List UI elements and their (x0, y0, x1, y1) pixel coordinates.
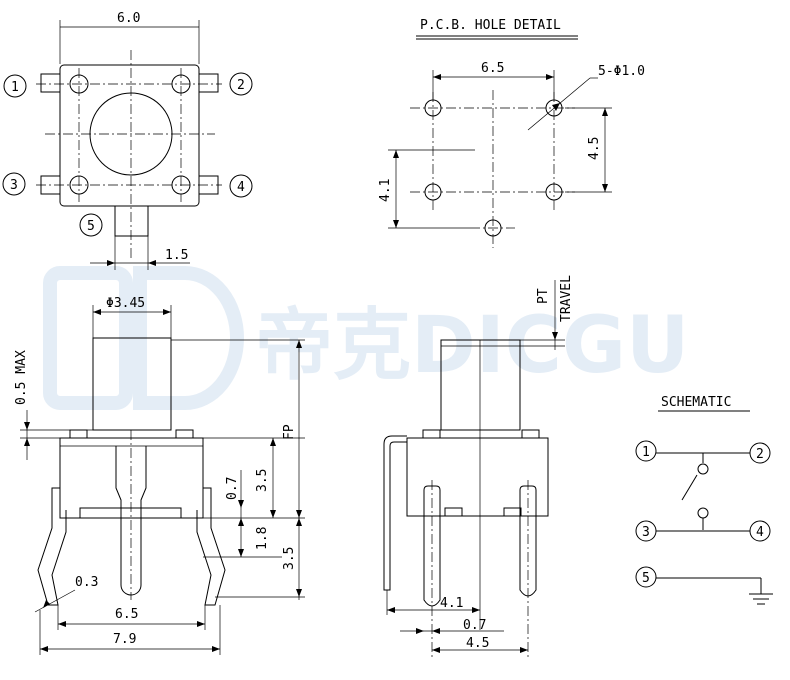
pin-pitch-label: 6.5 (115, 607, 138, 622)
dim-3-5-lower: 3.5 (282, 547, 297, 570)
front-body (59, 437, 204, 519)
svg-text:5: 5 (642, 571, 650, 586)
svg-text:4: 4 (756, 525, 764, 540)
top-view: 6.0 1 2 3 (2, 11, 253, 270)
fp-label: FP (282, 424, 297, 440)
side-body (406, 437, 549, 517)
schematic-title: SCHEMATIC (661, 395, 731, 410)
front-actuator (92, 337, 172, 431)
overall-width-label: 7.9 (113, 632, 136, 647)
travel-label: TRAVEL (559, 275, 574, 322)
top-body-outline (59, 64, 200, 207)
svg-text:4: 4 (237, 180, 245, 195)
side-actuator (440, 339, 521, 431)
top-pin-label-3: 3 (2, 172, 26, 196)
pcb-vertical-right-label: 4.5 (587, 137, 602, 160)
svg-text:1: 1 (11, 80, 19, 95)
max-label: 0.5 MAX (14, 350, 29, 405)
ground-icon (749, 593, 773, 605)
dim-1-8: 1.8 (255, 527, 270, 550)
pcb-hole-callout: 5-Φ1.0 (598, 64, 645, 79)
dim-0-7: 0.7 (225, 477, 240, 500)
pin5-width-label: 1.5 (165, 248, 188, 263)
pcb-spacing-label: 6.5 (481, 61, 504, 76)
pt-label: PT (536, 288, 551, 304)
side-dim-4-1: 4.1 (440, 596, 463, 611)
svg-text:3: 3 (642, 525, 650, 540)
svg-text:1: 1 (642, 445, 650, 460)
svg-text:2: 2 (237, 78, 245, 93)
top-pin-label-1: 1 (3, 74, 27, 98)
side-view: PT TRAVEL 4.1 0.7 (383, 275, 574, 660)
schematic-pin-4: 4 (749, 520, 771, 542)
schematic-pin-2: 2 (749, 442, 771, 464)
lead-thickness-label: 0.3 (75, 575, 98, 590)
top-pin-label-2: 2 (229, 72, 253, 96)
schematic: SCHEMATIC 1 2 3 4 5 (635, 395, 773, 605)
side-dim-0-7: 0.7 (463, 618, 486, 633)
svg-text:5: 5 (87, 219, 95, 234)
schematic-pin-1: 1 (635, 440, 657, 462)
top-pin-label-4: 4 (229, 174, 253, 198)
pcb-title: P.C.B. HOLE DETAIL (420, 18, 561, 33)
pin-tab-1 (40, 73, 61, 93)
switch-contact (681, 474, 698, 501)
dim-3-5-upper: 3.5 (255, 469, 270, 492)
top-width-label: 6.0 (117, 11, 140, 26)
svg-text:2: 2 (756, 447, 764, 462)
side-dim-4-5: 4.5 (466, 636, 489, 651)
pin-tab-2 (198, 73, 219, 93)
svg-text:3: 3 (10, 178, 18, 193)
watermark-logo-right (133, 266, 244, 410)
schematic-pin-5: 5 (635, 566, 657, 588)
front-view: Φ3.45 0.5 MAX FP (14, 296, 305, 655)
top-pin-label-5: 5 (79, 213, 103, 237)
schematic-pin-3: 3 (635, 520, 657, 542)
actuator-diameter-label: Φ3.45 (106, 296, 145, 311)
pcb-vertical-left-label: 4.1 (378, 179, 393, 202)
pcb-hole-detail: P.C.B. HOLE DETAIL 6.5 5-Φ1.0 4.5 (378, 18, 645, 248)
